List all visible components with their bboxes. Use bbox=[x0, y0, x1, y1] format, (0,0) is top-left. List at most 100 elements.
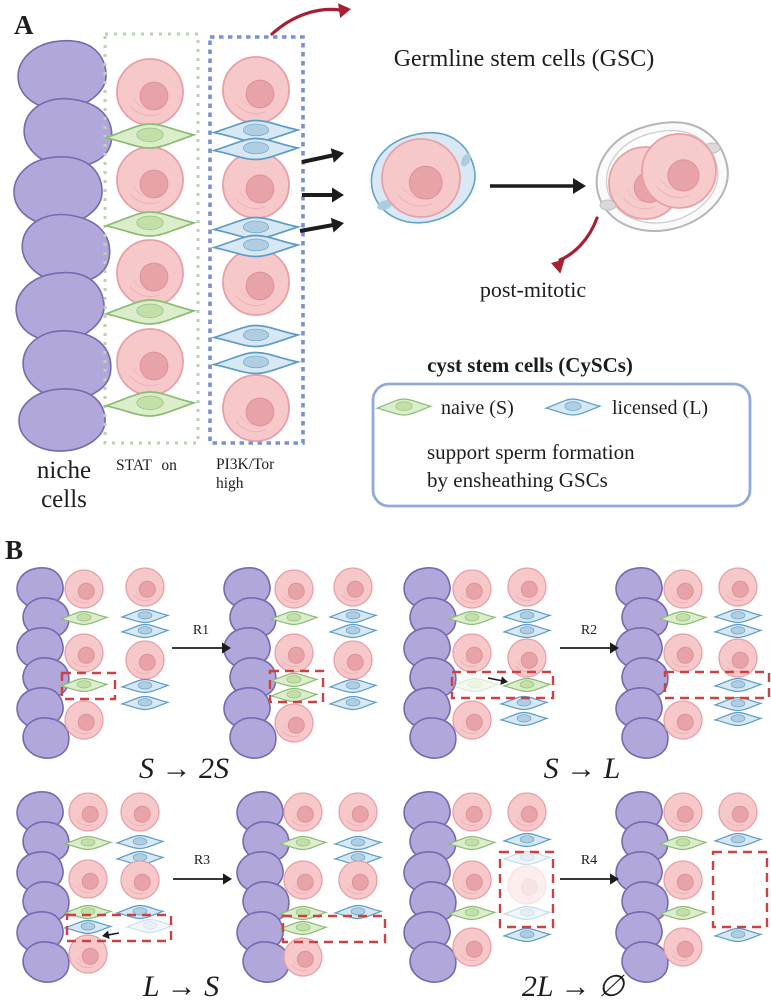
licensed-cysc-cell bbox=[712, 608, 764, 624]
gsc-cell bbox=[452, 633, 492, 673]
niche-cell bbox=[621, 717, 669, 759]
gsc-cell bbox=[507, 865, 547, 905]
licensed-cysc-cell bbox=[712, 623, 764, 639]
licensed-cysc-cell bbox=[501, 905, 553, 921]
gsc-cell bbox=[381, 138, 461, 218]
naive-cysc-cell bbox=[277, 835, 329, 851]
reaction-r2-label: R2 bbox=[581, 623, 597, 638]
reaction-r4-equation: 2L → ∅ bbox=[522, 970, 626, 1000]
gsc-cell bbox=[68, 792, 108, 832]
licensed-cysc-cell bbox=[119, 608, 171, 624]
gsc-cell bbox=[283, 937, 323, 977]
gsc-cell bbox=[283, 792, 323, 832]
gsc-cell bbox=[222, 56, 290, 124]
highlight-dashed-box bbox=[60, 671, 117, 701]
naive-cysc-cell bbox=[102, 123, 198, 149]
gsc-single-ensheathed bbox=[370, 131, 476, 224]
gsc-cell bbox=[338, 860, 378, 900]
gsc-cell bbox=[274, 703, 314, 743]
arrowhead bbox=[102, 930, 110, 940]
licensed-cysc-cell bbox=[498, 695, 550, 711]
arrow bbox=[560, 873, 619, 885]
arrow bbox=[299, 217, 344, 233]
licensed-cysc-cell bbox=[712, 677, 764, 693]
licensed-cysc-cell bbox=[119, 623, 171, 639]
gsc-cell bbox=[452, 927, 492, 967]
stat-column bbox=[102, 58, 198, 417]
gsc-cell bbox=[507, 792, 547, 832]
cysc-legend-box bbox=[371, 382, 752, 508]
gsc-cell bbox=[274, 569, 314, 609]
highlight-dashed-box bbox=[268, 669, 325, 704]
niche-cell bbox=[18, 388, 106, 452]
gsc-cell bbox=[718, 567, 758, 607]
gsc-cell bbox=[663, 860, 703, 900]
gsc-cell bbox=[68, 934, 108, 974]
licensed-cysc-cell bbox=[210, 351, 302, 375]
highlight-dashed-box bbox=[450, 670, 555, 700]
niche-label-line1: niche bbox=[37, 457, 91, 484]
colony-r3-right bbox=[236, 791, 387, 983]
legend-support-line1: support sperm formation bbox=[427, 440, 635, 464]
reaction-r4-label: R4 bbox=[581, 853, 597, 868]
licensed-cysc-cell bbox=[210, 234, 302, 258]
figure-graphics bbox=[13, 3, 771, 983]
colony-r2-right bbox=[615, 567, 771, 759]
gsc-cell bbox=[116, 328, 184, 396]
licensed-cysc-cell bbox=[119, 678, 171, 694]
reaction-r3-equation: L → S bbox=[142, 970, 219, 1000]
highlight-dashed-box bbox=[281, 914, 387, 944]
gsc-cell bbox=[64, 700, 104, 740]
gsc-cell bbox=[274, 633, 314, 673]
gsc-cell bbox=[663, 927, 703, 967]
colony-r1-right bbox=[223, 567, 379, 759]
gsc-cell bbox=[663, 700, 703, 740]
licensed-label: licensed (L) bbox=[612, 397, 708, 419]
arrow bbox=[490, 177, 586, 195]
gsc-cell bbox=[116, 239, 184, 307]
licensed-cysc-cell bbox=[712, 832, 764, 848]
curved-arrow bbox=[551, 216, 599, 274]
stat-on-dotted-box bbox=[103, 32, 200, 445]
naive-cysc-cell bbox=[62, 835, 114, 851]
naive-cysc-cell bbox=[277, 920, 329, 936]
licensed-cysc-cell bbox=[327, 695, 379, 711]
arrowhead bbox=[610, 642, 619, 654]
licensed-cysc-cell bbox=[712, 927, 764, 943]
naive-cysc-cell bbox=[102, 211, 198, 237]
pi3k-column bbox=[210, 56, 302, 442]
naive-cysc-cell bbox=[501, 677, 553, 693]
licensed-cysc-icon bbox=[543, 398, 603, 416]
gsc-cell bbox=[222, 374, 290, 442]
panel-a-label: A bbox=[14, 10, 34, 40]
licensed-cysc-cell bbox=[712, 696, 764, 712]
gsc-cell bbox=[125, 567, 165, 607]
arrowhead bbox=[330, 148, 344, 163]
gsc-cell bbox=[222, 248, 290, 316]
licensed-cysc-cell bbox=[501, 832, 553, 848]
post-mitotic-label: post-mitotic bbox=[480, 277, 587, 302]
arrow bbox=[301, 148, 344, 164]
gsc-cell bbox=[333, 640, 373, 680]
arrowhead bbox=[551, 259, 565, 274]
naive-cysc-cell bbox=[446, 905, 498, 921]
arrowhead bbox=[338, 3, 351, 19]
colony-r4-left bbox=[403, 791, 555, 983]
gsc-cell bbox=[333, 567, 373, 607]
gsc-pair-postmitotic bbox=[595, 121, 729, 233]
naive-cysc-cell bbox=[102, 391, 198, 417]
pi3k-label-line1: PI3K/Tor bbox=[216, 456, 275, 473]
gsc-cell bbox=[283, 860, 323, 900]
panel-b bbox=[16, 567, 771, 983]
naive-cysc-cell bbox=[58, 677, 110, 693]
naive-cysc-cell bbox=[446, 610, 498, 626]
gsc-cell bbox=[663, 569, 703, 609]
panel-a bbox=[13, 3, 752, 508]
stat-on-label: STAT on bbox=[116, 457, 177, 474]
pi3k-label-line2: high bbox=[216, 475, 244, 492]
gsc-cell bbox=[338, 792, 378, 832]
gsc-cell bbox=[452, 700, 492, 740]
licensed-cysc-cell bbox=[327, 678, 379, 694]
legend-box bbox=[371, 382, 752, 508]
naive-cysc-cell bbox=[657, 610, 709, 626]
